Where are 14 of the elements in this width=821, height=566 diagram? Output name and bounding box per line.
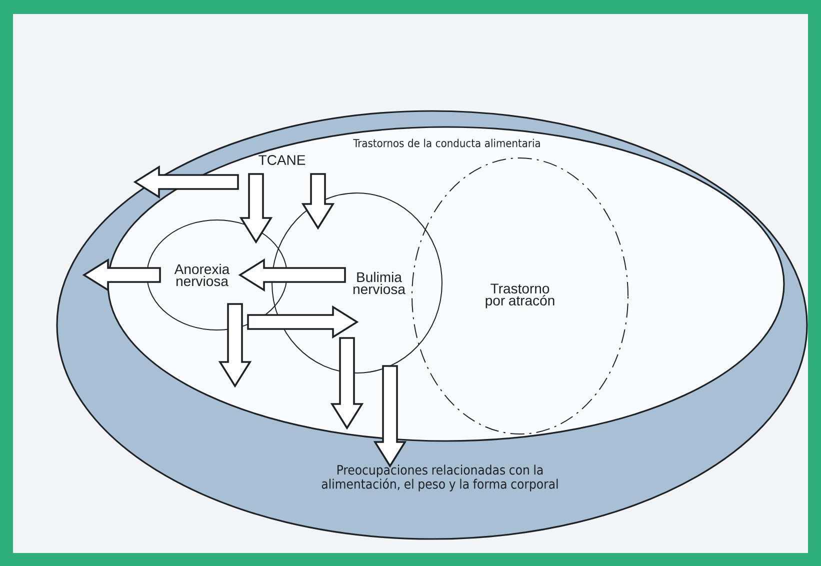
circle-label: Anorexia nerviosa [174, 264, 230, 286]
block-arrow [82, 258, 161, 292]
block-arrow [239, 173, 273, 244]
category-label: TCANE [258, 155, 306, 165]
block-arrow [133, 165, 239, 199]
block-arrow [373, 365, 407, 468]
block-arrow [238, 258, 346, 292]
block-arrow [247, 305, 359, 339]
circle-label: Trastorno por atracón [486, 284, 554, 308]
block-arrow [218, 303, 252, 388]
circle-label: Bulimia nerviosa [353, 272, 406, 294]
block-arrow [330, 337, 364, 430]
category-circle [412, 158, 628, 434]
block-arrow [301, 173, 335, 230]
